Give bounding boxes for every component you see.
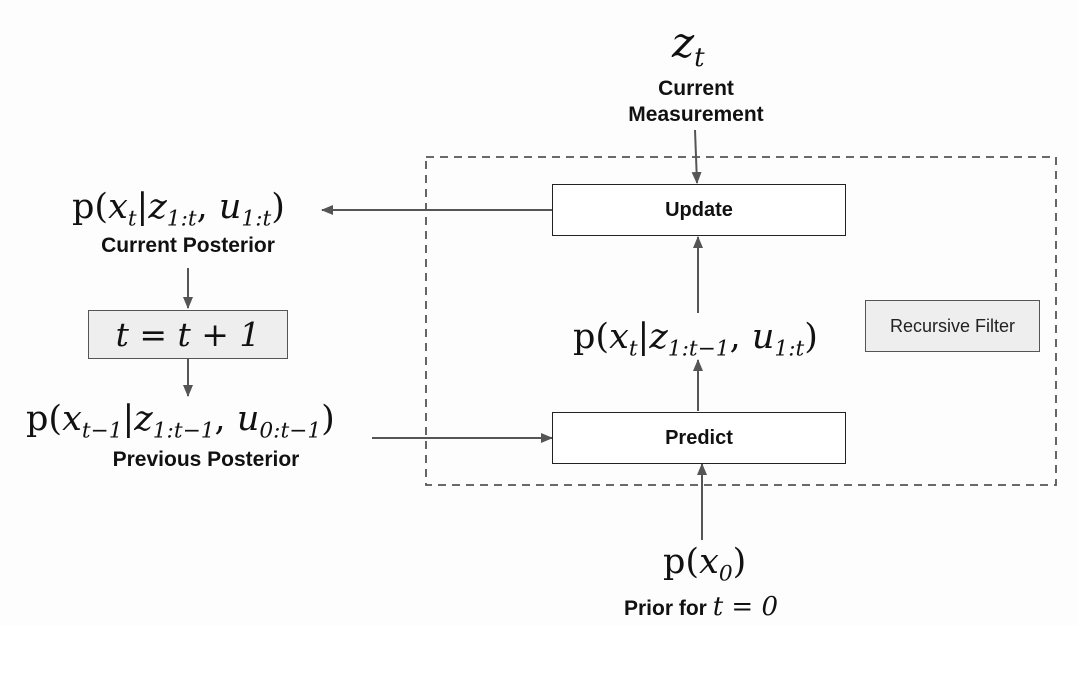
measurement-label-line2: Measurement	[628, 103, 764, 126]
previous-posterior-label: Previous Posterior	[112, 448, 300, 471]
prediction-expr: p(xt|z1:t−1, u1:t)	[573, 317, 818, 362]
recursive-filter-tag: Recursive Filter	[865, 300, 1040, 352]
prior-expr: p(x0)	[663, 542, 747, 587]
predict-box-label: Predict	[665, 426, 733, 449]
arrow-measurement-to-update	[691, 129, 702, 184]
current-posterior-expr: p(xt|z1:t, u1:t)	[72, 187, 285, 232]
measurement-symbol: zt	[672, 18, 705, 74]
update-box: Update	[552, 184, 846, 236]
update-box-label: Update	[665, 198, 733, 221]
recursive-filter-boundary	[425, 156, 1057, 486]
prior-label: Prior for t = 0	[624, 594, 778, 622]
prior-label-text: Prior for	[624, 597, 713, 620]
current-posterior-label: Current Posterior	[101, 234, 275, 257]
time-step-expr: t = t + 1	[115, 315, 261, 354]
recursive-filter-label: Recursive Filter	[889, 315, 1016, 336]
prior-label-math: t = 0	[712, 592, 778, 622]
measurement-label: Current Measurement	[596, 76, 796, 128]
predict-box: Predict	[552, 412, 846, 464]
measurement-label-line1: Current	[658, 77, 734, 100]
time-step-box: t = t + 1	[88, 310, 288, 359]
previous-posterior-expr: p(xt−1|z1:t−1, u0:t−1)	[26, 399, 335, 444]
